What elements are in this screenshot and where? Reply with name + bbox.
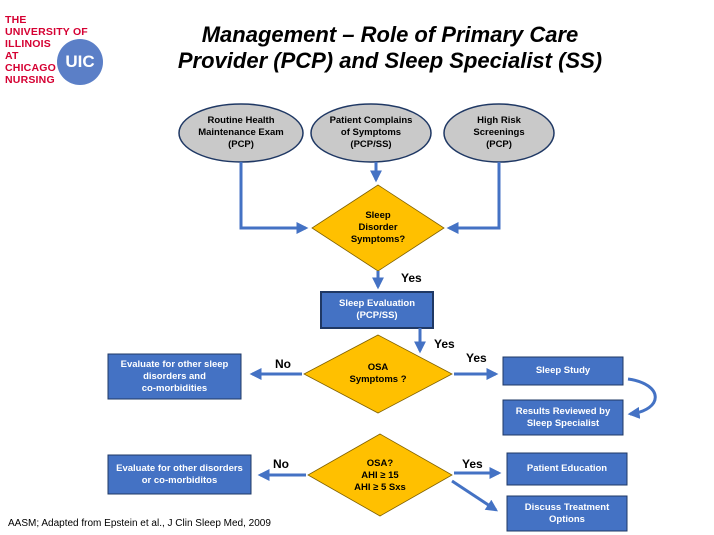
osa-symptoms-diamond	[303, 334, 453, 414]
eval-other-disorders-box	[107, 454, 252, 495]
discuss-treatment-box	[506, 495, 628, 532]
citation-text: AASM; Adapted from Epstein et al., J Cli…	[8, 518, 271, 529]
sleep-study-box	[502, 356, 624, 386]
osa-symptoms-label: OSA Symptoms ?	[349, 362, 407, 385]
eval-other-sleep-label: Evaluate for other sleep disorders and c…	[120, 358, 229, 394]
results-reviewed-box	[502, 399, 624, 436]
edge-label-yes-evaluation: Yes	[401, 271, 422, 285]
high-risk-label: High Risk Screenings (PCP)	[473, 115, 525, 150]
eval-other-sleep-box	[107, 353, 242, 400]
sleep-evaluation-label: Sleep Evaluation (PCP/SS)	[338, 298, 416, 321]
patient-complains-label: Patient Complains of Symptoms (PCP/SS)	[329, 115, 413, 150]
slide-title: Management – Role of Primary Care Provid…	[150, 22, 630, 74]
logo-line: ILLINOIS	[5, 38, 51, 50]
results-reviewed-label: Results Reviewed by Sleep Specialist	[515, 405, 611, 429]
uic-logo-badge: UIC	[57, 39, 103, 85]
logo-line: NURSING	[5, 74, 55, 86]
edge-label-yes-sleep-study: Yes	[466, 351, 487, 365]
edge-label-yes-osa: Yes	[434, 337, 455, 351]
title-line-2: Provider (PCP) and Sleep Specialist (SS)	[177, 48, 603, 73]
sleep-evaluation-box	[320, 291, 434, 329]
title-line-1: Management – Role of Primary Care	[201, 22, 579, 47]
logo-line: UNIVERSITY OF	[5, 26, 88, 38]
university-logo-text: THE UNIVERSITY OF ILLINOIS AT CHICAGO NU…	[5, 14, 88, 86]
patient-education-label: Patient Education	[526, 463, 608, 474]
logo-line: AT	[5, 50, 19, 62]
logo-line: THE	[5, 14, 27, 26]
osa-ahi-diamond	[307, 433, 453, 517]
discuss-treatment-label: Discuss Treatment Options	[524, 501, 610, 525]
logo-line: CHICAGO	[5, 62, 56, 74]
edge-label-yes-education: Yes	[462, 457, 483, 471]
edge-label-no-other-sleep: No	[275, 357, 291, 371]
patient-complains-ellipse	[310, 103, 432, 163]
osa-ahi-label: OSA? AHI ≥ 15 AHI ≥ 5 Sxs	[354, 458, 406, 493]
arrow-study-to-results	[627, 377, 657, 419]
patient-education-box	[506, 452, 628, 486]
routine-exam-label: Routine Health Maintenance Exam (PCP)	[198, 115, 284, 150]
sleep-study-label: Sleep Study	[535, 365, 591, 376]
arrow-routine-to-diamond	[239, 162, 309, 234]
eval-other-disorders-label: Evaluate for other disorders or co-morbi…	[116, 462, 243, 486]
sleep-disorder-label: Sleep Disorder Symptoms?	[350, 210, 406, 245]
edge-label-no-other-disorders: No	[273, 457, 289, 471]
arrow-ahi-yes-treatment	[451, 479, 499, 512]
arrow-highrisk-to-diamond	[446, 162, 501, 234]
